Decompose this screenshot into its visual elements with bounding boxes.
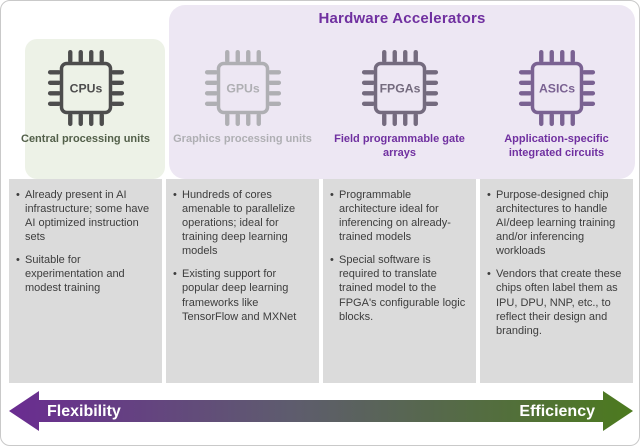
bullet-item: Hundreds of cores amenable to paralleliz… <box>172 188 311 258</box>
column-cpus-details: Already present in AI infrastructure; so… <box>9 179 162 383</box>
flexibility-efficiency-arrow: Flexibility Efficiency <box>9 391 633 431</box>
bullet-item: Existing support for popular deep learni… <box>172 267 311 323</box>
gpu-chip-icon: GPUs <box>204 49 281 127</box>
asic-chip-icon: ASICs <box>518 49 595 127</box>
column-asics-details: Purpose-designed chip architectures to h… <box>480 179 633 383</box>
column-fpgas-header: FPGAs Field programmable gate arrays <box>323 41 476 179</box>
double-arrow-shape <box>9 391 633 431</box>
fpga-chip-icon: FPGAs <box>361 49 438 127</box>
bullet-item: Special software is required to translat… <box>329 253 468 323</box>
cpu-chip-label: CPUs <box>69 81 102 95</box>
column-gpus-header: GPUs Graphics processing units <box>166 41 319 179</box>
column-subtitle: Graphics processing units <box>173 133 312 145</box>
accelerators-group-panel <box>169 5 635 179</box>
bullet-item: Already present in AI infrastructure; so… <box>15 188 154 244</box>
column-asics-header: ASICs Application-specific integrated ci… <box>480 41 633 179</box>
bullet-item: Purpose-designed chip architectures to h… <box>486 188 625 258</box>
bullet-item: Programmable architecture ideal for infe… <box>329 188 468 244</box>
columns-grid: CPUs Central processing units Already pr… <box>9 41 633 383</box>
column-fpgas: FPGAs Field programmable gate arrays Pro… <box>323 41 476 383</box>
axis-label-efficiency: Efficiency <box>519 403 595 420</box>
column-subtitle: Central processing units <box>21 133 150 145</box>
column-fpgas-details: Programmable architecture ideal for infe… <box>323 179 476 383</box>
column-asics: ASICs Application-specific integrated ci… <box>480 41 633 383</box>
cpu-chip-icon: CPUs <box>47 49 124 127</box>
column-subtitle: Field programmable gate arrays <box>334 133 465 159</box>
column-cpus-header: CPUs Central processing units <box>9 41 162 179</box>
axis-label-flexibility: Flexibility <box>47 403 121 420</box>
column-cpus: CPUs Central processing units Already pr… <box>9 41 162 383</box>
fpga-chip-label: FPGAs <box>379 81 420 95</box>
bullet-item: Suitable for experimentation and modest … <box>15 253 154 295</box>
gpu-chip-label: GPUs <box>226 81 260 95</box>
bullet-item: Vendors that create these chips often la… <box>486 267 625 337</box>
column-gpus-details: Hundreds of cores amenable to paralleliz… <box>166 179 319 383</box>
column-subtitle: Application-specific integrated circuits <box>504 133 609 159</box>
asic-chip-label: ASICs <box>538 81 574 95</box>
column-gpus: GPUs Graphics processing units Hundreds … <box>166 41 319 383</box>
figure-title: Hardware Accelerators <box>318 10 486 27</box>
